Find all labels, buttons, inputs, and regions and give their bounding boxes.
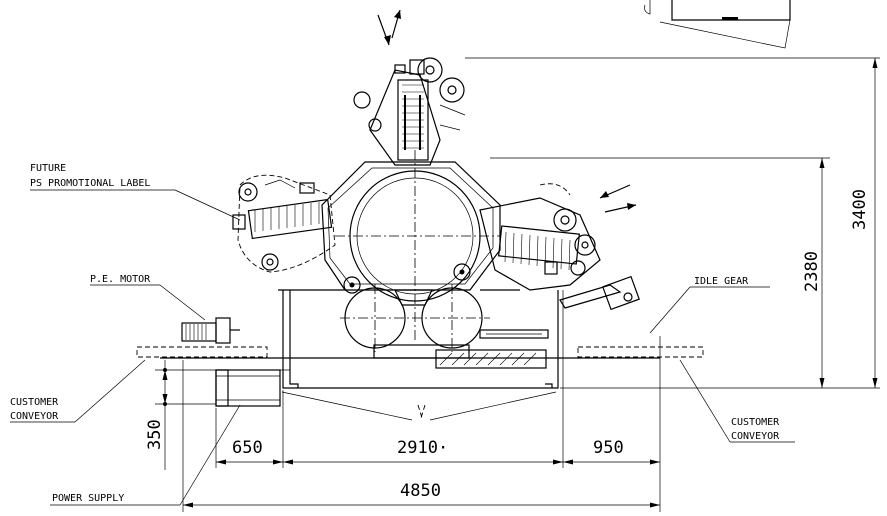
customer-conveyor-left-label-1: CUSTOMER: [10, 397, 59, 408]
top-labeller-unit: [353, 57, 466, 166]
leader-lines: [10, 189, 795, 506]
dimension-650: 650: [232, 438, 263, 458]
dimension-lines: [155, 57, 880, 512]
dimension-2380: 2380: [802, 251, 822, 292]
dimension-2910: 2910·: [397, 438, 448, 458]
customer-conveyor-left-label-2: CONVEYOR: [10, 411, 59, 422]
pe-motor: [181, 317, 240, 344]
main-drum-assembly: [321, 150, 640, 369]
power-supply-label: POWER SUPPLY: [52, 493, 124, 504]
customer-conveyor-left: [136, 346, 268, 358]
dimension-3400: 3400: [850, 189, 870, 230]
left-labeller-unit: [232, 174, 336, 273]
flow-arrows-icon: [377, 9, 637, 213]
right-labeller-unit: [479, 183, 601, 291]
future-label-line2: PS PROMOTIONAL LABEL: [30, 178, 150, 189]
dimension-950: 950: [593, 438, 624, 458]
customer-conveyor-right-label-2: CONVEYOR: [731, 431, 780, 442]
customer-conveyor-right-label-1: CUSTOMER: [731, 417, 780, 428]
future-label-line1: FUTURE: [30, 163, 66, 174]
dimension-350: 350: [145, 419, 165, 450]
machine-base: [215, 289, 559, 407]
dimension-4850: 4850: [400, 481, 441, 501]
idle-gear-label: IDLE GEAR: [694, 276, 749, 287]
pe-motor-label: P.E. MOTOR: [90, 274, 151, 285]
customer-conveyor-right: [577, 346, 704, 358]
top-right-partial-view: [644, 0, 791, 49]
